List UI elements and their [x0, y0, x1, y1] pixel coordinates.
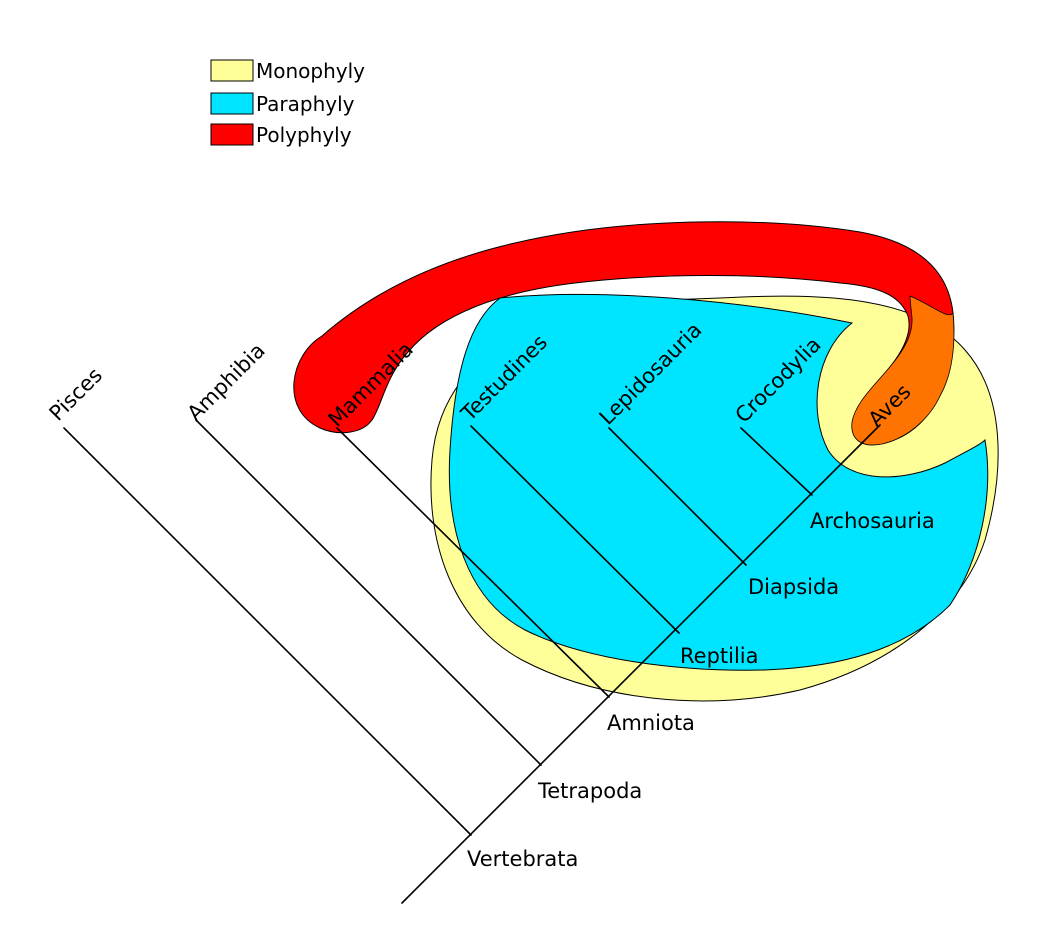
legend: Monophyly Paraphyly Polyphyly — [210, 59, 365, 147]
legend-label-paraphyly: Paraphyly — [256, 92, 355, 116]
node-label-archosauria: Archosauria — [810, 509, 935, 533]
legend-label-monophyly: Monophyly — [256, 59, 365, 83]
taxon-label-pisces: Pisces — [45, 363, 108, 426]
branch-testudines — [470, 425, 680, 634]
node-label-reptilia: Reptilia — [680, 644, 759, 668]
cladogram-branches — [63, 419, 881, 904]
node-labels: Vertebrata Tetrapoda Amniota Reptilia Di… — [467, 509, 935, 871]
branch-mammalia — [336, 427, 610, 698]
legend-swatch-paraphyly — [210, 92, 254, 115]
legend-swatch-monophyly — [210, 59, 254, 82]
legend-swatch-polyphyly — [210, 123, 254, 146]
node-label-tetrapoda: Tetrapoda — [537, 779, 642, 803]
node-label-amniota: Amniota — [607, 711, 695, 735]
branch-pisces — [63, 427, 472, 836]
branch-crocodylia — [740, 427, 813, 496]
legend-label-polyphyly: Polyphyly — [256, 123, 352, 147]
node-label-vertebrata: Vertebrata — [467, 847, 578, 871]
overlap-region — [851, 295, 955, 446]
root-branch — [401, 424, 881, 904]
taxon-label-amphibia: Amphibia — [183, 338, 270, 425]
branch-amphibia — [195, 419, 542, 766]
branch-lepidosauria — [608, 427, 747, 566]
node-label-diapsida: Diapsida — [748, 575, 839, 599]
